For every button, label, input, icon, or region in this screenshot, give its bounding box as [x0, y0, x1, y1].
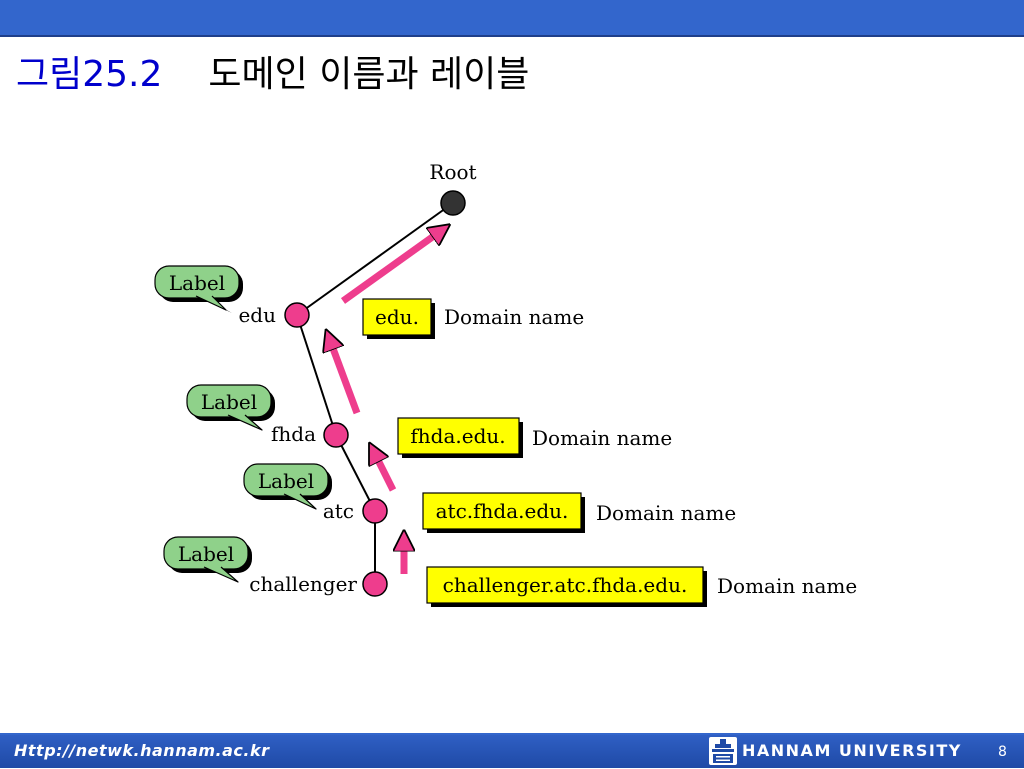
top-banner [0, 0, 1024, 37]
hannam-logo-icon [709, 737, 737, 765]
node-label-atc: atc [323, 499, 354, 523]
node-challenger [362, 571, 388, 597]
domain-name-text: atc.fhda.edu. [436, 499, 569, 523]
domain-name-text: fhda.edu. [410, 424, 505, 448]
footer-university: HANNAM UNIVERSITY [742, 741, 962, 760]
edge-root-edu [296, 202, 454, 316]
domain-caption: Domain name [444, 305, 584, 329]
node-label-fhda: fhda [271, 422, 316, 446]
node-fhda [323, 422, 349, 448]
label-bubble-edu: Label [154, 265, 243, 313]
label-bubble-fhda: Label [186, 384, 275, 431]
footer-url: Http://netwk.hannam.ac.kr [14, 741, 270, 760]
label-bubble-text: Label [178, 542, 234, 566]
domain-caption: Domain name [596, 501, 736, 525]
edge-fhda-atc [335, 434, 376, 512]
page-number: 8 [998, 744, 1007, 760]
root-node [440, 190, 466, 216]
arrow-fhda-edu [328, 335, 361, 415]
domain-name-text: edu. [375, 305, 419, 329]
domain-caption: Domain name [717, 574, 857, 598]
root-label: Root [429, 160, 476, 184]
domain-box-challenger: challenger.atc.fhda.edu. Domain name [426, 566, 857, 607]
figure-number: 그림25.2 [16, 54, 163, 95]
footer-bar: Http://netwk.hannam.ac.kr HANNAM UNIVERS… [0, 735, 1024, 768]
domain-box-edu: edu. Domain name [362, 298, 584, 339]
slide-title: 그림25.2 도메인 이름과 레이블 [16, 46, 529, 96]
node-label-edu: edu [238, 303, 276, 327]
node-label-challenger: challenger [249, 572, 357, 596]
label-bubble-challenger: Label [163, 536, 252, 583]
domain-caption: Domain name [532, 426, 672, 450]
domain-box-fhda: fhda.edu. Domain name [397, 417, 672, 458]
node-atc [362, 498, 388, 524]
domain-box-atc: atc.fhda.edu. Domain name [422, 492, 736, 533]
domain-name-text: challenger.atc.fhda.edu. [443, 573, 688, 597]
arrow-edu-root [340, 228, 445, 304]
label-bubble-text: Label [258, 469, 314, 493]
footer-divider [0, 733, 1024, 735]
figure-title: 도메인 이름과 레이블 [208, 54, 530, 95]
label-bubble-text: Label [201, 390, 257, 414]
node-edu [284, 302, 310, 328]
label-bubble-text: Label [169, 271, 225, 295]
edge-edu-fhda [296, 314, 337, 436]
arrow-atc-fhda [372, 448, 397, 492]
label-bubble-atc: Label [243, 463, 332, 510]
